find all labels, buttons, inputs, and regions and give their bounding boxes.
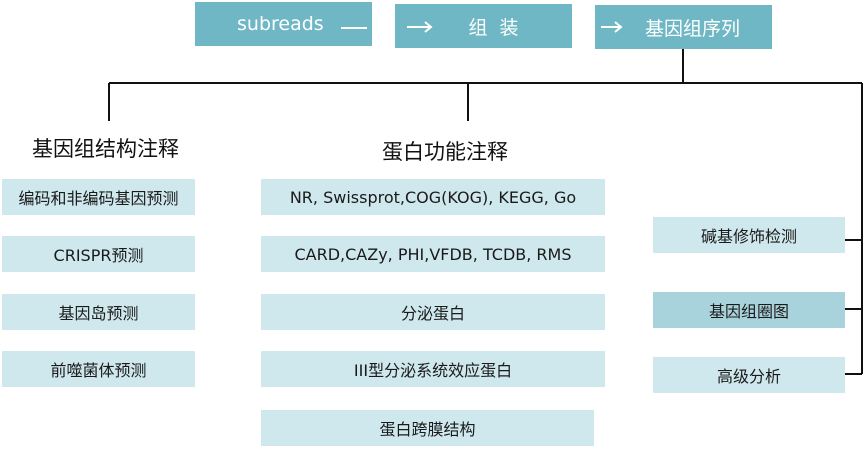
protein-annotation-heading: 蛋白功能注释 — [382, 140, 508, 164]
protein-item: 分泌蛋白 — [261, 294, 605, 330]
other-item: 高级分析 — [653, 357, 845, 393]
arrow-right-icon — [407, 21, 433, 33]
protein-item: 蛋白跨膜结构 — [261, 410, 594, 446]
structure-annotation-heading: 基因组结构注释 — [32, 137, 179, 161]
pipeline-step-genome-sequence-label: 基因组序列 — [644, 17, 740, 40]
structure-item: 前噬菌体预测 — [2, 351, 195, 387]
protein-item: NR, Swissprot,COG(KOG), KEGG, Go — [261, 179, 605, 215]
pipeline-step-subreads: subreads — [195, 2, 372, 46]
other-item: 碱基修饰检测 — [653, 217, 845, 253]
pipeline-step-subreads-label: subreads — [237, 13, 324, 35]
arrow-right-icon — [601, 21, 623, 33]
protein-item: CARD,CAZy, PHI,VFDB, TCDB, RMS — [261, 236, 605, 272]
structure-item: CRISPR预测 — [2, 236, 195, 272]
pipeline-step-assembly-label: 组 装 — [468, 16, 519, 39]
arrow-right-icon — [341, 27, 367, 29]
structure-item: 编码和非编码基因预测 — [2, 179, 195, 215]
other-item: 基因组圈图 — [653, 292, 845, 328]
protein-item: III型分泌系统效应蛋白 — [261, 351, 605, 387]
structure-item: 基因岛预测 — [2, 294, 195, 330]
pipeline-step-assembly: 组 装 — [395, 4, 572, 48]
pipeline-step-genome-sequence: 基因组序列 — [595, 5, 772, 49]
